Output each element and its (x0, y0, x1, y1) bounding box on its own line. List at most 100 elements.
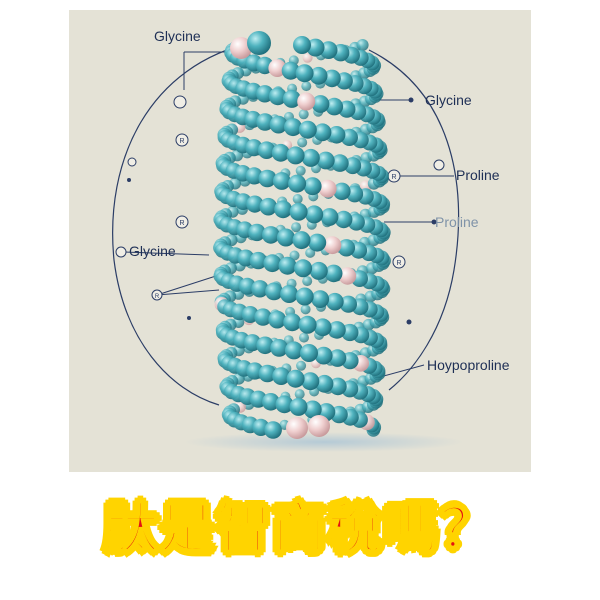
node-marker (127, 157, 137, 167)
amino-acid-bead (280, 285, 299, 303)
amino-acid-bead (300, 344, 318, 362)
amino-acid-bead (309, 66, 328, 85)
amino-acid-bead (262, 393, 280, 411)
marker-r-6: R (69, 10, 70, 11)
node-marker (431, 219, 437, 225)
amino-acid-bead (296, 360, 307, 371)
amino-acid-bead (331, 154, 349, 172)
helix-end-bead (286, 417, 308, 439)
amino-acid-bead (323, 69, 341, 88)
amino-acid-bead (286, 369, 305, 388)
svg-text:R: R (179, 220, 184, 227)
amino-acid-bead (333, 182, 351, 200)
amino-acid-bead (262, 226, 280, 244)
amino-acid-bead (264, 421, 282, 439)
amino-acid-bead (316, 151, 335, 170)
amino-acid-bead (256, 113, 274, 131)
amino-acid-bead (291, 222, 302, 233)
amino-acid-bead (246, 195, 264, 213)
label-glycine-left: Glycine (129, 243, 176, 259)
caption-banner: 肽是智商稅嗎？ (0, 478, 600, 568)
amino-acid-bead (284, 118, 302, 137)
node-marker (115, 246, 127, 258)
diagram-panel: R R R R R R Glycine Glycine Proline Prol… (69, 10, 531, 472)
marker-r-4: R (392, 255, 406, 269)
amino-acid-bead (314, 346, 333, 365)
amino-acid-bead (328, 349, 347, 367)
svg-text:R: R (391, 174, 396, 181)
amino-acid-bead-pink (268, 59, 287, 77)
amino-acid-bead (299, 332, 309, 343)
amino-acid-bead (295, 165, 306, 176)
node-marker (127, 178, 131, 182)
amino-acid-bead (356, 39, 369, 51)
helix-end-bead (230, 37, 252, 59)
amino-acid-bead (308, 233, 327, 252)
amino-acid-bead (298, 120, 317, 139)
amino-acid-bead (306, 38, 325, 57)
amino-acid-bead (298, 315, 317, 334)
helix-beads (213, 31, 391, 439)
amino-acid-bead (249, 251, 267, 270)
amino-acid-bead (289, 202, 308, 221)
svg-text:R: R (155, 294, 160, 300)
amino-acid-bead (241, 306, 259, 323)
amino-acid-bead (327, 126, 346, 144)
amino-acid-bead (302, 276, 313, 287)
label-hydroxyproline: Hoyp​oproline (427, 357, 510, 373)
helix-end-bead (247, 31, 271, 55)
amino-acid-bead (292, 194, 303, 204)
amino-acid-bead (328, 321, 346, 339)
node-marker (173, 95, 187, 109)
amino-acid-bead (245, 167, 263, 185)
amino-acid-bead (324, 264, 343, 283)
amino-acid-bead (263, 254, 282, 273)
amino-acid-bead (256, 336, 274, 355)
amino-acid-bead-pink (297, 92, 316, 111)
amino-acid-bead (251, 280, 269, 298)
amino-acid-bead (313, 123, 332, 142)
leader-line (156, 289, 220, 296)
collagen-helix-diagram: R R R R R R (69, 10, 464, 452)
amino-acid-bead (271, 143, 290, 162)
marker-r-5: R (151, 289, 163, 301)
amino-acid-bead (346, 185, 364, 203)
amino-acid-bead (268, 310, 287, 329)
amino-acid-bead (326, 292, 344, 311)
amino-acid-bead (278, 256, 297, 275)
label-glycine-right: Glycine (425, 92, 472, 108)
amino-acid-bead (311, 290, 330, 308)
node-marker (187, 316, 191, 320)
amino-acid-bead (339, 295, 357, 313)
leader-line (156, 274, 220, 296)
amino-acid-bead (305, 205, 324, 224)
amino-acid-bead (335, 210, 353, 229)
amino-acid-bead (300, 304, 311, 315)
caption-text: 肽是智商稅嗎？ (103, 496, 496, 561)
label-proline-faint: Proline (435, 214, 479, 230)
amino-acid-bead (298, 109, 309, 120)
amino-acid-bead (258, 364, 277, 383)
amino-acid-bead (272, 172, 291, 190)
amino-acid-bead (301, 148, 320, 167)
amino-acid-bead (329, 377, 347, 396)
amino-acid-bead-pink (302, 52, 313, 63)
amino-acid-bead (265, 282, 283, 301)
amino-acid-bead (305, 247, 316, 258)
node-marker (406, 319, 412, 325)
amino-acid-bead (295, 287, 314, 306)
amino-acid-bead (259, 197, 278, 216)
amino-acid-bead (284, 341, 303, 360)
amino-acid-bead (293, 36, 311, 54)
label-glycine-top: Glycine (154, 28, 201, 44)
amino-acid-bead (282, 89, 301, 108)
marker-r-2: R (387, 169, 401, 183)
amino-acid-bead (320, 208, 339, 226)
amino-acid-bead (258, 169, 277, 188)
marker-r-3: R (175, 215, 189, 229)
helix-shadow (184, 432, 464, 452)
amino-acid-bead-pink (318, 179, 337, 198)
amino-acid-bead (274, 200, 292, 219)
amino-acid-bead (297, 137, 308, 148)
label-proline-right: Proline (456, 167, 500, 183)
